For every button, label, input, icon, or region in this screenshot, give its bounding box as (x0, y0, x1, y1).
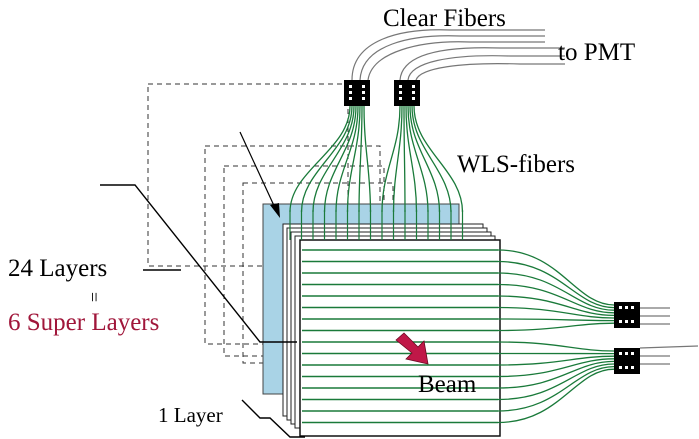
clear-fiber-5 (407, 55, 565, 81)
right-fiber (497, 318, 615, 322)
clear-fiber-r4 (639, 345, 699, 349)
up-fiber (289, 105, 351, 213)
up-fiber (411, 105, 452, 213)
right-fiber (497, 365, 615, 412)
up-fiber (413, 105, 464, 213)
right-fiber (497, 363, 615, 401)
upper-fiber-bundles (289, 105, 464, 213)
label-clear-fibers: Clear Fibers (383, 5, 506, 32)
up-fiber (312, 105, 355, 213)
label-equals: = (84, 292, 104, 302)
right-fiber (497, 322, 615, 332)
up-fiber (409, 105, 441, 213)
leader-24-layers (100, 184, 297, 343)
label-to-pmt: to PMT (558, 39, 635, 66)
connector-top-left (344, 80, 370, 106)
up-fiber (346, 105, 361, 213)
up-fiber (335, 105, 359, 213)
vertical-wls-fibers (289, 210, 464, 240)
label-beam: Beam (418, 371, 477, 398)
up-fiber (300, 105, 353, 213)
leader-1-layer (241, 399, 305, 438)
leader-lines (100, 184, 305, 438)
right-fiber (497, 360, 615, 389)
label-1-layer: 1 Layer (158, 403, 223, 427)
connectors (344, 80, 640, 374)
right-fiber (497, 249, 615, 306)
dashed-layer-1 (147, 83, 349, 267)
connector-right-upper (614, 302, 640, 328)
right-fiber (497, 355, 615, 366)
clear-fiber-2 (359, 35, 545, 81)
up-fiber (392, 105, 403, 213)
up-fiber (323, 105, 357, 213)
right-fiber (497, 283, 615, 314)
beam-arrow-icon (395, 332, 429, 365)
connector-right-lower (614, 348, 640, 374)
up-fiber (405, 105, 418, 213)
right-fiber (497, 341, 615, 352)
up-fiber (381, 105, 401, 213)
right-fiber (497, 368, 615, 424)
clear-fiber-3 (367, 41, 545, 81)
clear-fiber-4 (399, 47, 565, 81)
right-fiber (497, 260, 615, 309)
right-fiber (497, 295, 615, 317)
clear-fiber-1 (351, 29, 545, 81)
right-fiber (497, 358, 615, 378)
up-fiber (358, 105, 363, 213)
right-fiber-bundles (497, 249, 615, 424)
up-fiber (407, 105, 429, 213)
label-wls-fibers: WLS-fibers (457, 151, 575, 178)
connector-top-right (394, 80, 420, 106)
label-24-layers: 24 Layers (8, 255, 107, 282)
up-fiber (363, 105, 372, 213)
clear-fibers (351, 29, 699, 365)
right-fiber (497, 306, 615, 319)
right-fiber (497, 272, 615, 311)
pointer-arrow (239, 131, 280, 218)
label-6-super-layers: 6 Super Layers (8, 309, 159, 336)
up-fiber (403, 105, 406, 213)
clear-fiber-6 (415, 63, 565, 81)
